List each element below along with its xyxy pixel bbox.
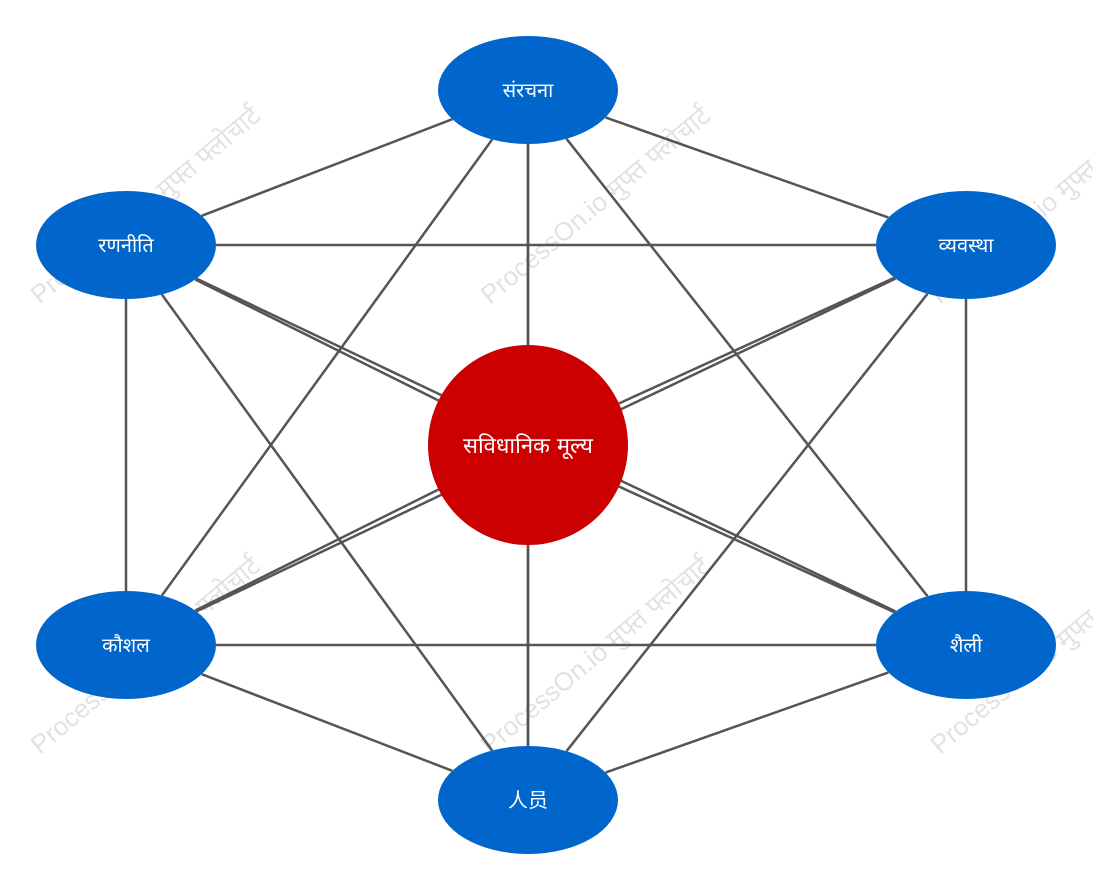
- edge-center-upper-right: [618, 276, 895, 405]
- node-label: संरचना: [503, 78, 554, 102]
- node-ellipse: [438, 746, 618, 854]
- center-label: सविधानिक मूल्य: [463, 433, 594, 460]
- node-ellipse: [36, 191, 216, 299]
- node-lower-left[interactable]: कौशल: [36, 591, 216, 699]
- edge-center-lower-left: [194, 488, 440, 612]
- edge-top-lower-left: [160, 138, 494, 597]
- node-top[interactable]: संरचना: [438, 36, 618, 144]
- node-ellipse: [876, 591, 1056, 699]
- edge-top-upper-left: [201, 118, 453, 217]
- node-ellipse: [36, 591, 216, 699]
- center-node[interactable]: सविधानिक मूल्य: [428, 345, 628, 545]
- node-ellipse: [438, 36, 618, 144]
- edge-top-lower-right: [565, 138, 929, 597]
- edge-center-upper-left: [194, 278, 440, 402]
- node-label: शैली: [950, 633, 983, 657]
- node-label: व्यवस्था: [939, 233, 995, 257]
- node-label: 人员: [508, 788, 548, 812]
- node-upper-left[interactable]: रणनीति: [36, 191, 216, 299]
- node-bottom[interactable]: 人员: [438, 746, 618, 854]
- edge-center-lower-right: [618, 485, 895, 614]
- node-label: कौशल: [102, 633, 150, 657]
- node-upper-right[interactable]: व्यवस्था: [876, 191, 1056, 299]
- edge-upper-right-bottom: [565, 293, 929, 752]
- edge-lower-right-bottom: [605, 671, 889, 774]
- node-lower-right[interactable]: शैली: [876, 591, 1056, 699]
- node-ellipse: [876, 191, 1056, 299]
- edge-top-upper-right: [605, 116, 889, 219]
- watermark-text: ProcessOn.io मुफ्त फ्लोचार्ट: [475, 550, 718, 761]
- node-label: रणनीति: [98, 233, 154, 257]
- edge-bottom-upper-left: [160, 293, 494, 752]
- center-circle: [428, 345, 628, 545]
- edge-bottom-lower-left: [201, 673, 453, 772]
- node-layer: संरचना व्यवस्था शैली 人员 कौशल रणनीति सविधानिक म…: [36, 36, 1056, 854]
